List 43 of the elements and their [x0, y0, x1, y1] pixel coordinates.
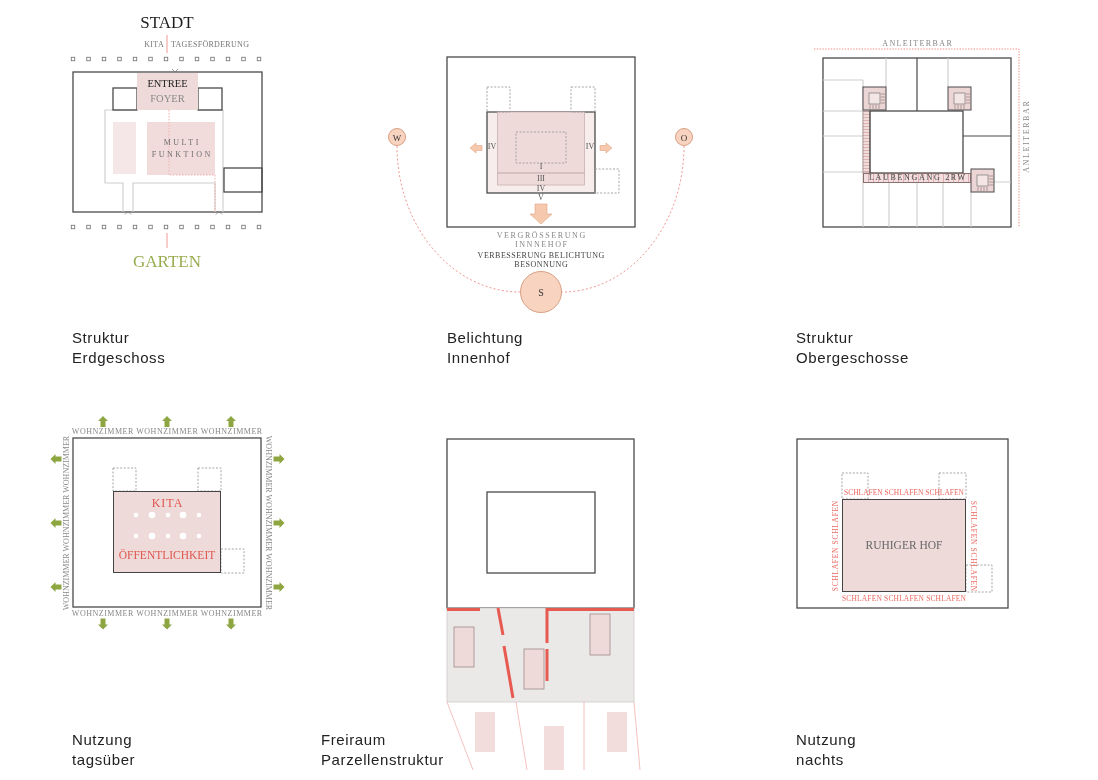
compass-circle — [520, 271, 562, 313]
arc-line — [396, 145, 521, 293]
panel-caption: Belichtung Innenhof — [447, 328, 524, 367]
floor-number: V — [538, 194, 544, 202]
room-label: WOHNZIMMER WOHNZIMMER WOHNZIMMER — [263, 435, 272, 610]
area-label: FOYER — [150, 93, 185, 105]
area-label: MULTI FUNKTION — [150, 137, 213, 161]
floor-number: IV — [487, 143, 497, 151]
area-label: KITA — [150, 497, 184, 509]
floor-number: IV — [585, 143, 595, 151]
place-label: STADT — [140, 13, 194, 31]
panel-caption: Struktur Erdgeschoss — [72, 328, 166, 367]
walkway-band — [863, 173, 971, 183]
courtyard-area — [113, 491, 221, 573]
room-label: WOHNZIMMER WOHNZIMMER WOHNZIMMER — [71, 609, 263, 618]
courtyard-area — [842, 499, 966, 592]
panel-caption: Struktur Obergeschosse — [796, 328, 909, 367]
floor-number: III — [537, 175, 545, 183]
panel-caption: Nutzung tagsüber — [72, 730, 136, 769]
compass-letter: S — [538, 288, 544, 298]
compass-circle — [388, 128, 406, 146]
area-label: RUHIGER HOF — [865, 540, 943, 552]
use-label: TAGESFÖRDERUNG — [171, 41, 250, 49]
floor-number: IV — [536, 185, 546, 193]
walkway-label: LAUBENGANG 2RW — [868, 174, 967, 183]
room-label: WOHNZIMMER WOHNZIMMER WOHNZIMMER — [71, 428, 263, 436]
compass-letter: W — [392, 133, 402, 143]
use-label: KITA — [144, 41, 164, 49]
area-label: ENTREE — [147, 78, 188, 90]
panel-caption: Freiraum Parzellenstruktur — [321, 730, 444, 769]
access-label: ANLEITERBAR — [1022, 99, 1031, 175]
access-label: ANLEITERBAR — [881, 40, 954, 48]
entrance-area — [137, 73, 198, 110]
compass-letter: O — [680, 133, 688, 143]
annotation-text: VERBESSERUNG BELICHTUNG BESONNUNG — [476, 250, 606, 269]
compass-circle — [675, 128, 693, 146]
room-label: WOHNZIMMER WOHNZIMMER WOHNZIMMER — [63, 435, 71, 610]
multipurpose-area — [147, 122, 215, 175]
annotation-text: VERGRÖSSERUNG INNNEHOF — [495, 231, 587, 249]
area-label: ÖFFENTLICHKEIT — [118, 550, 216, 562]
panel-caption: Nutzung nachts — [796, 730, 857, 769]
floor-number: I — [539, 162, 543, 171]
place-label: GARTEN — [133, 252, 201, 270]
